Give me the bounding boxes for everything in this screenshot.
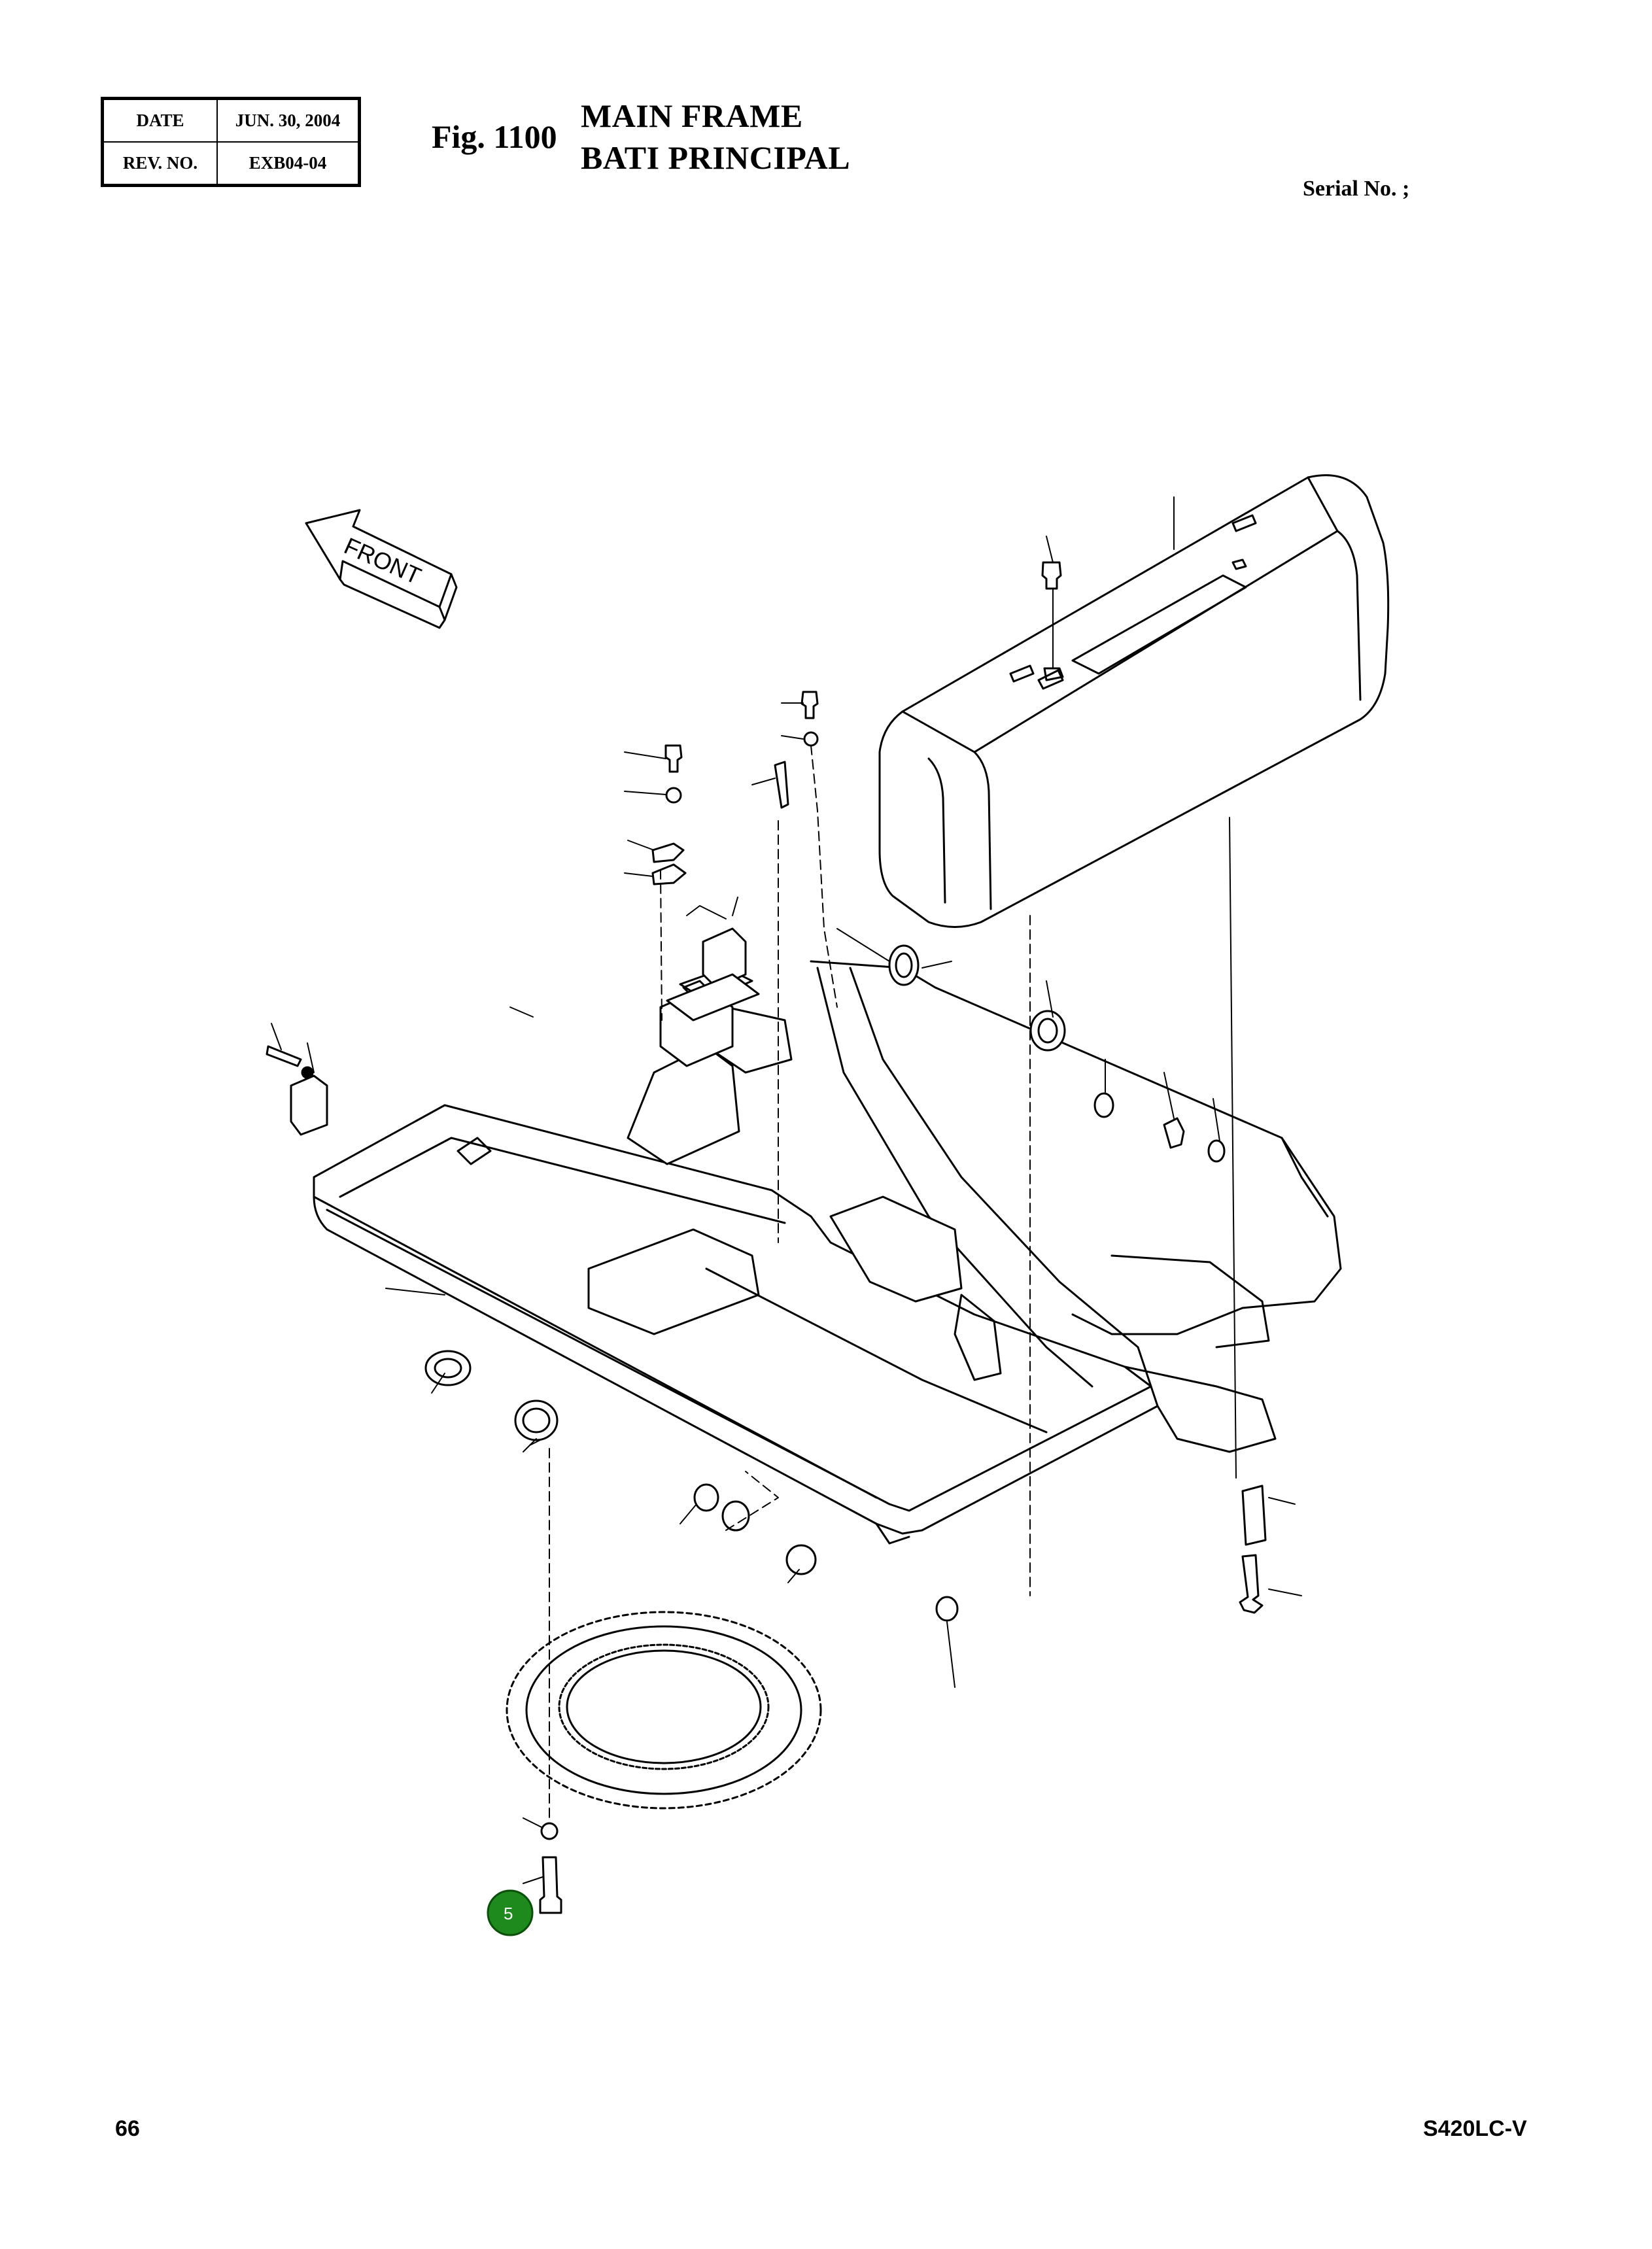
date-value: JUN. 30, 2004 — [216, 99, 359, 143]
page-number: 66 — [115, 2116, 140, 2141]
counterweight — [878, 474, 1390, 928]
swing-ring — [506, 1611, 822, 1810]
bolts-and-washers — [266, 561, 1267, 1914]
callout-5-label: 5 — [504, 1904, 513, 1923]
front-arrow-icon — [305, 509, 458, 629]
rev-label: REV. NO. — [103, 141, 218, 185]
callout-5-circle — [487, 1889, 534, 1936]
title-english: MAIN FRAME — [581, 97, 803, 134]
date-label: DATE — [103, 99, 218, 143]
main-frame — [313, 960, 1342, 1545]
rev-value: EXB04-04 — [216, 141, 359, 185]
revision-table: DATE JUN. 30, 2004 REV. NO. EXB04-04 — [103, 99, 359, 185]
leader-lines — [271, 496, 1302, 1884]
revision-box: DATE JUN. 30, 2004 REV. NO. EXB04-04 — [101, 97, 361, 187]
figure-number: Fig. 1100 — [432, 118, 557, 155]
title-french: BATI PRINCIPAL — [581, 139, 851, 176]
model-number: S420LC-V — [1423, 2116, 1527, 2141]
serial-label: Serial No. ; — [1303, 177, 1410, 201]
